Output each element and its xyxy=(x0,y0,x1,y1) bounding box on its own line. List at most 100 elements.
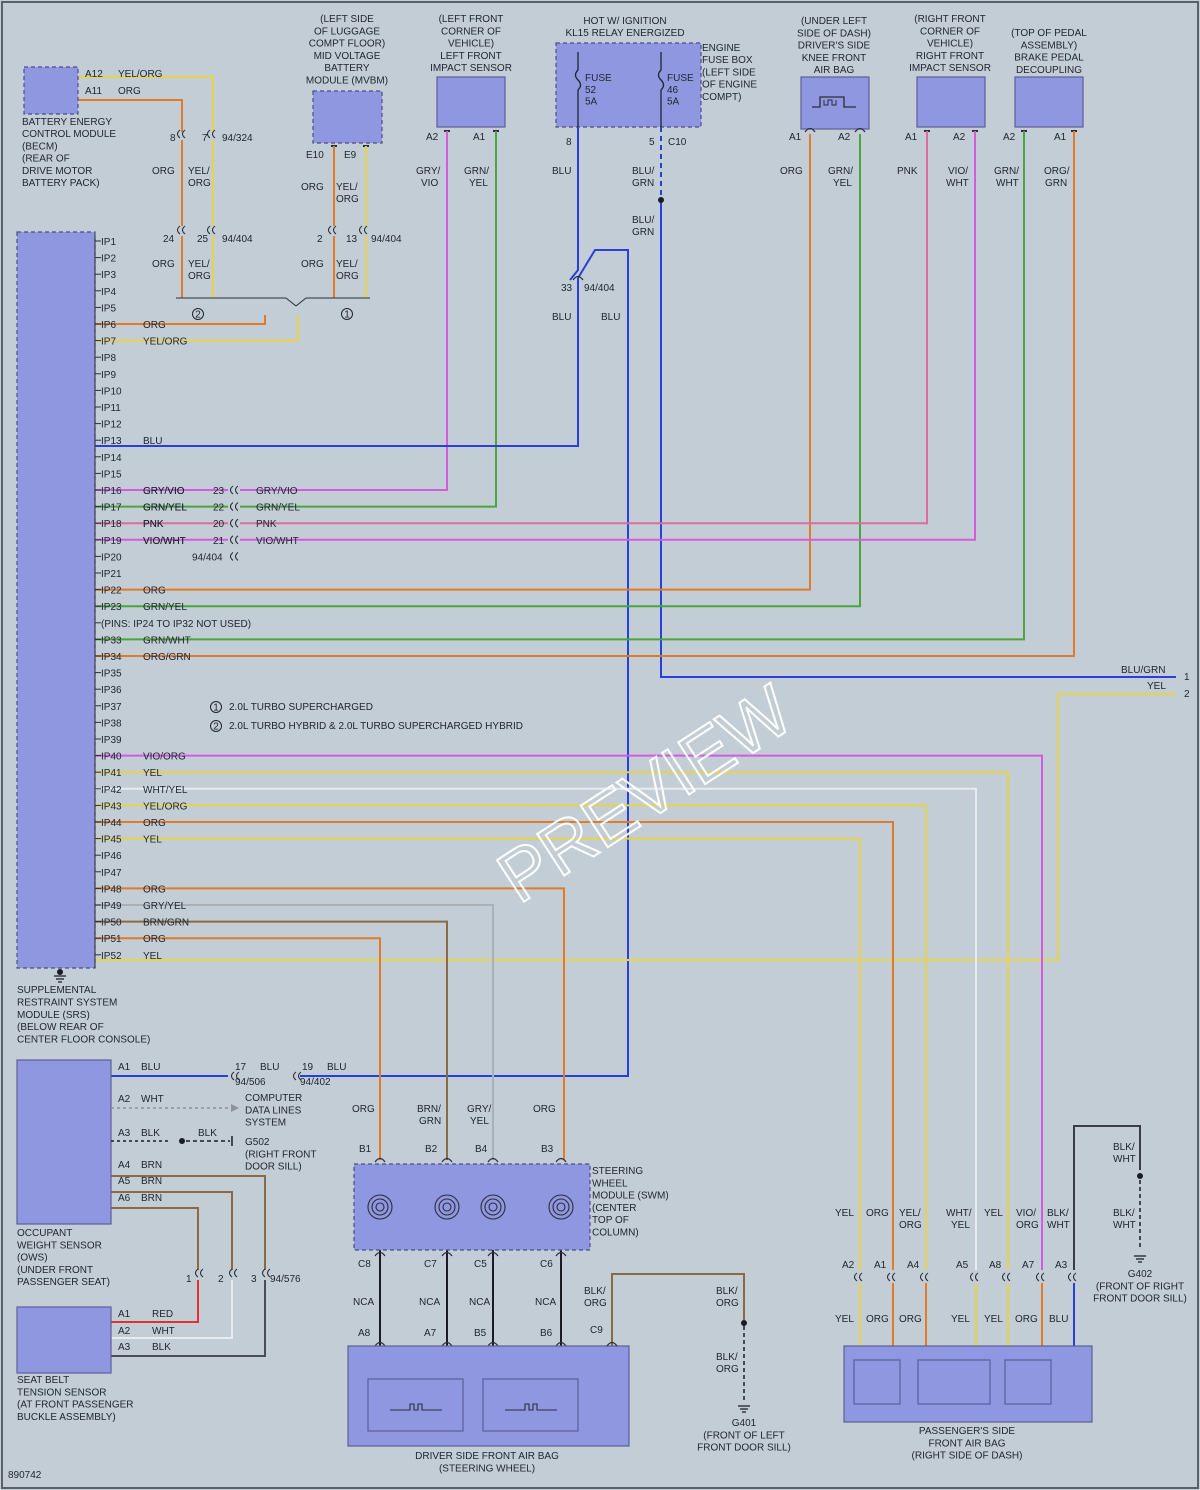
wire-label: GRN/ xyxy=(828,166,853,177)
passenger-bag-label: FRONT AIR BAG xyxy=(928,1438,1005,1449)
becm-label: DRIVE MOTOR xyxy=(22,166,92,177)
wire-seatbelt-wht xyxy=(111,1280,233,1339)
wire-label: YEL xyxy=(984,1208,1003,1219)
srs-wire-label-ip19: VIO/WHT xyxy=(143,536,186,547)
wire-label: A1 xyxy=(118,1309,131,1320)
wire-label: C8 xyxy=(358,1259,371,1270)
srs-label: (BELOW REAR OF xyxy=(17,1022,104,1033)
wire-label: NCA xyxy=(535,1297,556,1308)
note-mark-1-label: 1 xyxy=(213,703,219,714)
swm-conn-top-2 xyxy=(487,1157,499,1163)
wire-label: YEL xyxy=(833,178,852,189)
fuse-52-label: 5A xyxy=(585,97,598,108)
option-bracket xyxy=(176,297,370,307)
g402-label: FRONT DOOR SILL) xyxy=(1093,1294,1187,1305)
wire-label: A5 xyxy=(118,1176,131,1187)
srs-wire-label-ip22: ORG xyxy=(143,586,166,597)
srs-pin-ip35: IP35 xyxy=(101,669,122,680)
conn-94-404-row xyxy=(229,485,239,495)
srs-pin-ip5: IP5 xyxy=(101,303,116,314)
wire-label: C5 xyxy=(474,1259,487,1270)
srs-pin-ip52: IP52 xyxy=(101,951,122,962)
g401-label: FRONT DOOR SILL) xyxy=(697,1443,791,1454)
splice-right-label: GRN/YEL xyxy=(256,503,300,514)
wire-label: 25 xyxy=(197,234,209,245)
fuse-box-label: FUSE BOX xyxy=(702,55,753,66)
wire-label: GRN xyxy=(632,227,654,238)
steering-wheel-module xyxy=(353,1163,591,1251)
knee-bag-squib-icon xyxy=(823,99,837,106)
becm-module xyxy=(23,66,79,115)
srs-pin-ip12: IP12 xyxy=(101,420,122,431)
pass-conn-2 xyxy=(919,1272,929,1282)
conn-94-402 xyxy=(292,1071,302,1081)
note-mark-1 xyxy=(210,701,222,713)
srs-pin-ip36: IP36 xyxy=(101,685,122,696)
swm-label: (CENTER xyxy=(592,1203,636,1214)
wire-label: A2 xyxy=(838,132,851,143)
fuse-46-label: 46 xyxy=(667,85,679,96)
swm-label: COLUMN) xyxy=(592,1228,639,1239)
srs-pin-ip22: IP22 xyxy=(101,586,122,597)
clockspring-icon xyxy=(442,1202,452,1212)
srs-pin-ip48: IP48 xyxy=(101,884,122,895)
wire-label: A3 xyxy=(118,1342,131,1353)
wire-label: 94/402 xyxy=(300,1077,331,1088)
wire-label: BLK/ xyxy=(716,1286,738,1297)
wire-label: RED xyxy=(152,1309,173,1320)
cdl-label: SYSTEM xyxy=(245,1118,286,1129)
knee-air-bag xyxy=(800,76,870,130)
srs-wire-label-ip45: YEL xyxy=(143,835,162,846)
wire-label: GRN/ xyxy=(994,166,1019,177)
wire-label: ORG xyxy=(336,194,359,205)
srs-pin-ip16: IP16 xyxy=(101,486,122,497)
note-2: 2.0L TURBO HYBRID & 2.0L TURBO SUPERCHAR… xyxy=(229,721,523,732)
wire-label: C10 xyxy=(668,137,687,148)
pass-bag-stage-b xyxy=(917,1359,991,1405)
srs-pin-ip46: IP46 xyxy=(101,851,122,862)
clockspring-icon xyxy=(484,1198,502,1216)
srs-wire-label-ip41: YEL xyxy=(143,768,162,779)
wire-label: BLK/ xyxy=(1047,1208,1069,1219)
wire-label: YEL xyxy=(469,178,488,189)
note-mark-2 xyxy=(210,720,222,732)
becm-label: (REAR OF xyxy=(22,154,70,165)
clockspring-icon xyxy=(556,1202,566,1212)
wire-label: ORG xyxy=(716,1298,739,1309)
wire-label: ORG xyxy=(866,1208,889,1219)
wire-label: A2 xyxy=(426,132,439,143)
wire-label: BRN xyxy=(141,1160,162,1171)
pass-bag-stage-c xyxy=(1004,1359,1052,1405)
clockspring-icon xyxy=(434,1194,460,1220)
wire-lf-grn-yel xyxy=(240,131,497,508)
wire-label: ORG xyxy=(1015,1314,1038,1325)
wire-label: A3 xyxy=(118,1128,131,1139)
becm-label: (BECM) xyxy=(22,141,58,152)
wire-label: A3 xyxy=(1055,1260,1068,1271)
wire-label: ORG xyxy=(152,259,175,270)
conn-94-324-7 xyxy=(206,129,216,139)
wire-label: C9 xyxy=(590,1325,603,1336)
g402-label: (FRONT OF RIGHT xyxy=(1096,1281,1184,1292)
wire-label: BLU/ xyxy=(632,215,654,226)
swm-conn-top-3 xyxy=(555,1157,567,1163)
components-layer xyxy=(16,42,1146,1447)
wire-label: A2 xyxy=(118,1094,131,1105)
wire-label: WHT xyxy=(996,178,1019,189)
fuse-46-icon xyxy=(657,52,665,127)
knee-conn-a2 xyxy=(854,127,866,133)
srs-pin-ip45: IP45 xyxy=(101,835,122,846)
srs-wire-label-ip51: ORG xyxy=(143,934,166,945)
wire-label: BLK/ xyxy=(716,1352,738,1363)
wire-label: ORG xyxy=(1016,1220,1039,1231)
pass-conn-5 xyxy=(1035,1272,1045,1282)
lf-impact-sensor xyxy=(436,76,506,128)
wire-becm-org xyxy=(78,99,183,132)
wire-label: BLU/GRN xyxy=(1121,665,1165,676)
wire-label: BRN xyxy=(141,1193,162,1204)
wire-label: WHT xyxy=(1113,1220,1136,1231)
fuse-46-label: 5A xyxy=(667,97,680,108)
g502-label: G502 xyxy=(245,1137,270,1148)
rf-sensor-label: VEHICLE) xyxy=(927,39,973,50)
brake-pedal-label: BRAKE PEDAL xyxy=(1014,53,1084,64)
